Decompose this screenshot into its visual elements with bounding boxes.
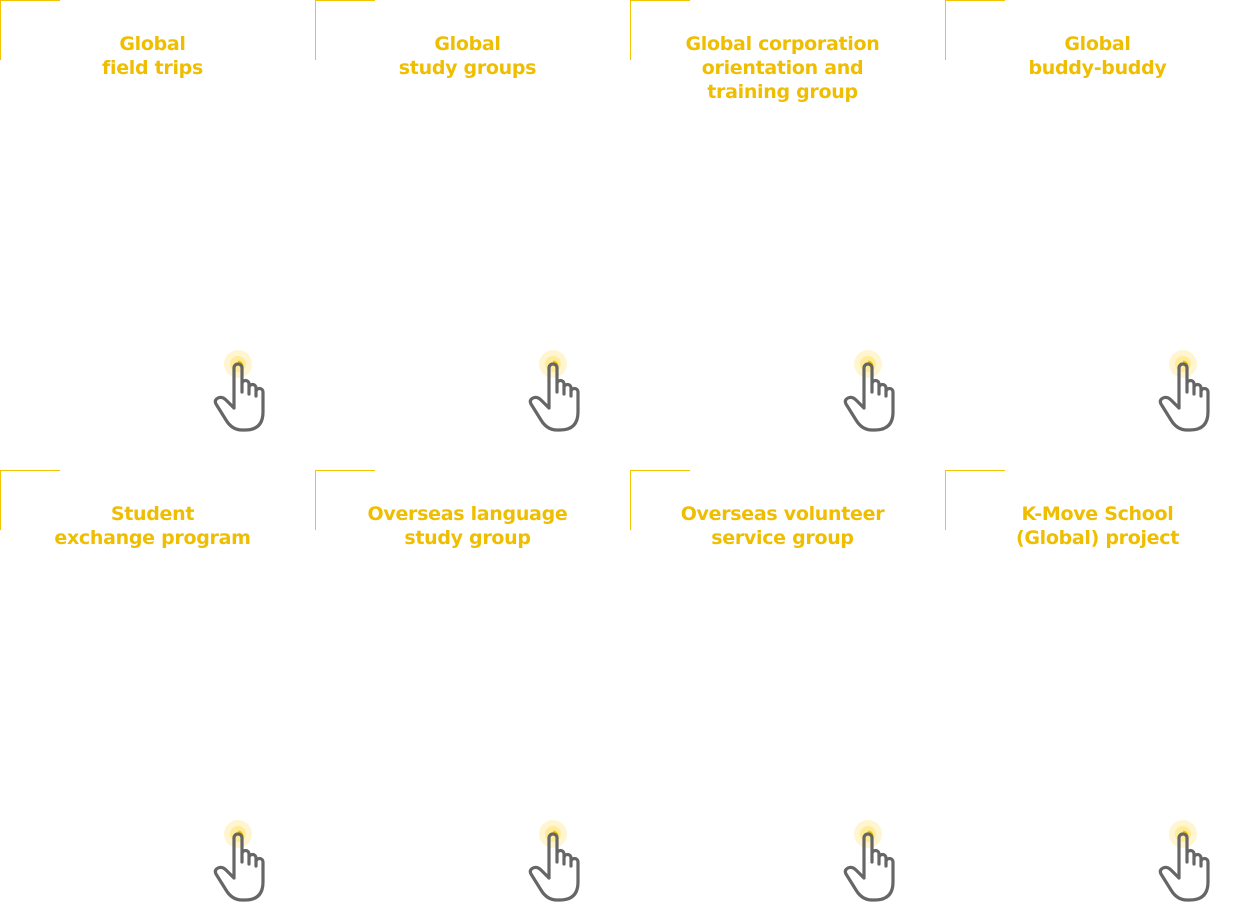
program-title: K-Move School (Global) project [1015,503,1180,549]
tap-hand-icon[interactable] [1155,348,1221,436]
corner-line [0,0,1,60]
corner-line [315,470,375,471]
corner-line [945,0,1005,1]
corner-line [315,0,375,1]
program-card[interactable]: K-Move School (Global) project [945,470,1240,920]
program-card[interactable]: Student exchange program [0,470,305,920]
corner-line [315,0,316,60]
program-title: Global corporation orientation and train… [685,33,880,103]
program-card[interactable]: Global buddy-buddy [945,0,1240,450]
corner-line [315,470,316,530]
program-title: Overseas language study group [367,503,568,549]
corner-line [630,470,631,530]
tap-hand-icon[interactable] [525,348,591,436]
program-card[interactable]: Global corporation orientation and train… [630,0,935,450]
corner-line [630,0,631,60]
program-title: Global field trips [102,33,203,79]
program-card[interactable]: Overseas language study group [315,470,620,920]
corner-line [0,470,60,471]
program-card[interactable]: Global field trips [0,0,305,450]
program-title: Global study groups [398,33,537,79]
tap-hand-icon[interactable] [210,818,276,906]
program-card[interactable]: Overseas volunteer service group [630,470,935,920]
corner-line [0,0,60,1]
program-title: Student exchange program [54,503,251,549]
corner-line [945,470,946,530]
tap-hand-icon[interactable] [840,348,906,436]
corner-line [630,0,690,1]
tap-hand-icon[interactable] [210,348,276,436]
corner-line [945,470,1005,471]
tap-hand-icon[interactable] [1155,818,1221,906]
corner-line [945,0,946,60]
corner-line [0,470,1,530]
tap-hand-icon[interactable] [840,818,906,906]
tap-hand-icon[interactable] [525,818,591,906]
program-title: Global buddy-buddy [1028,33,1167,79]
program-title: Overseas volunteer service group [680,503,885,549]
corner-line [630,470,690,471]
program-card[interactable]: Global study groups [315,0,620,450]
